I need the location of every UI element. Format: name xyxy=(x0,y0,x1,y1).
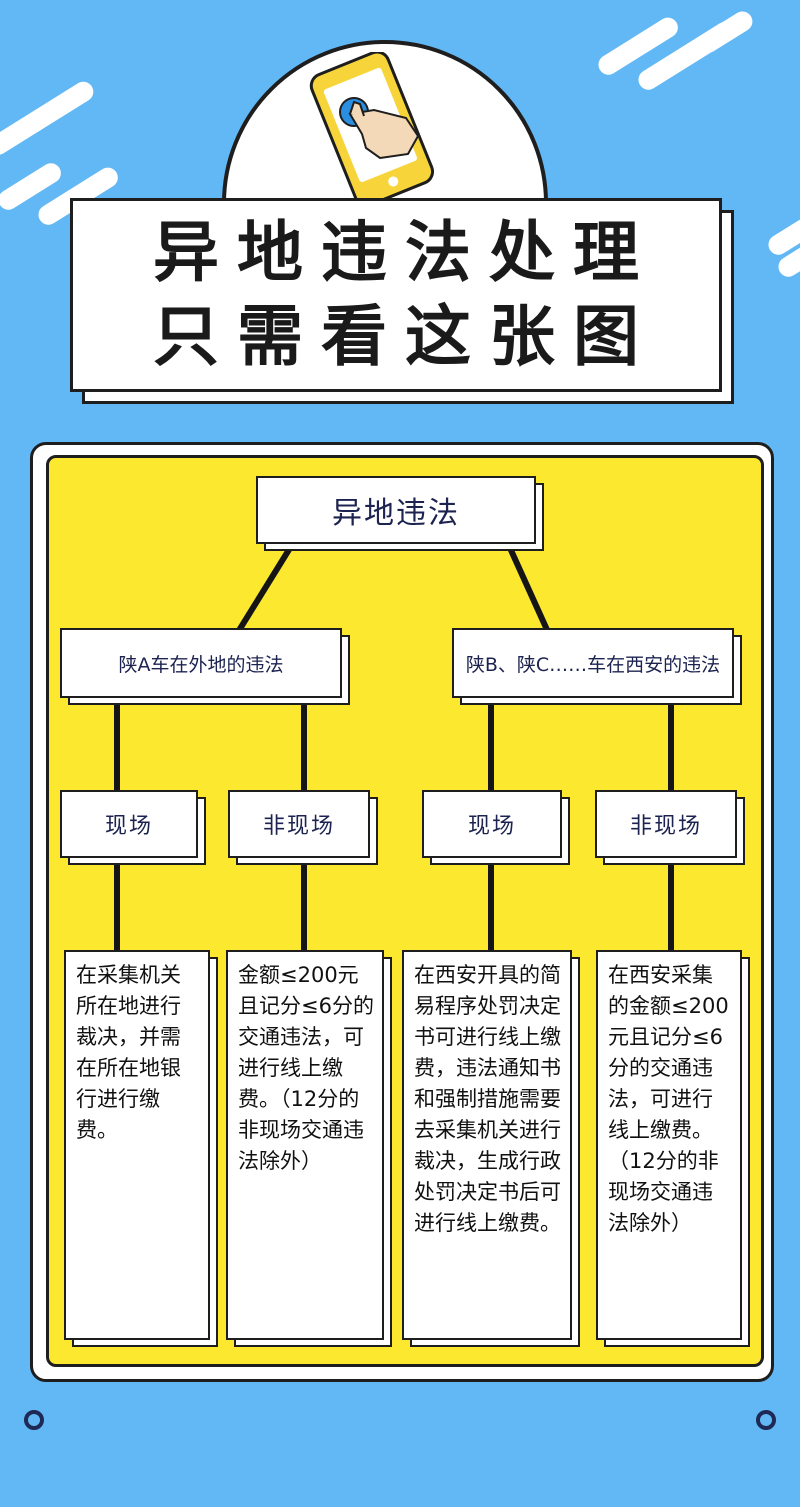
branch-node-label: 陕A车在外地的违法 xyxy=(60,628,342,698)
branch-node-label: 陕B、陕C……车在西安的违法 xyxy=(452,628,734,698)
description-box: 金额≤200元且记分≤6分的交通违法，可进行线上缴费。（12分的非现场交通违法除… xyxy=(226,950,392,1347)
connector-line xyxy=(301,860,307,956)
leaf-node-offsite: 非现场 xyxy=(595,790,745,865)
branch-node-shaanxi-a: 陕A车在外地的违法 xyxy=(60,628,350,705)
branch-node-shaanxi-bc: 陕B、陕C……车在西安的违法 xyxy=(452,628,742,705)
leaf-node-onsite: 现场 xyxy=(422,790,570,865)
leaf-node-label: 非现场 xyxy=(595,790,737,858)
leaf-node-label: 非现场 xyxy=(228,790,370,858)
leaf-node-label: 现场 xyxy=(60,790,198,858)
connector-line xyxy=(114,860,120,956)
description-text: 在采集机关所在地进行裁决，并需在所在地银行进行缴费。 xyxy=(64,950,210,1340)
description-text: 金额≤200元且记分≤6分的交通违法，可进行线上缴费。（12分的非现场交通违法除… xyxy=(226,950,384,1340)
description-text: 在西安开具的简易程序处罚决定书可进行线上缴费，违法通知书和强制措施需要去采集机关… xyxy=(402,950,572,1340)
connector-line xyxy=(668,700,674,796)
decor-dot xyxy=(756,1410,776,1430)
connector-line xyxy=(488,700,494,796)
leaf-node-label: 现场 xyxy=(422,790,562,858)
root-node: 异地违法 xyxy=(256,476,544,551)
decor-stripe xyxy=(0,77,98,159)
root-node-label: 异地违法 xyxy=(256,476,536,544)
title-line-2: 只需看这张图 xyxy=(153,298,657,375)
description-text: 在西安采集的金额≤200元且记分≤6分的交通违法，可进行线上缴费。（12分的非现… xyxy=(596,950,742,1340)
connector-line xyxy=(114,700,120,796)
description-box: 在采集机关所在地进行裁决，并需在所在地银行进行缴费。 xyxy=(64,950,218,1347)
connector-line xyxy=(301,700,307,796)
leaf-node-offsite: 非现场 xyxy=(228,790,378,865)
description-box: 在西安采集的金额≤200元且记分≤6分的交通违法，可进行线上缴费。（12分的非现… xyxy=(596,950,750,1347)
phone-tap-icon xyxy=(309,52,435,202)
decor-dot xyxy=(24,1410,44,1430)
connector-line xyxy=(488,860,494,956)
title-line-1: 异地违法处理 xyxy=(153,214,657,291)
description-box: 在西安开具的简易程序处罚决定书可进行线上缴费，违法通知书和强制措施需要去采集机关… xyxy=(402,950,580,1347)
connector-line xyxy=(668,860,674,956)
leaf-node-onsite: 现场 xyxy=(60,790,206,865)
title-card: 异地违法处理 只需看这张图 xyxy=(70,198,722,392)
